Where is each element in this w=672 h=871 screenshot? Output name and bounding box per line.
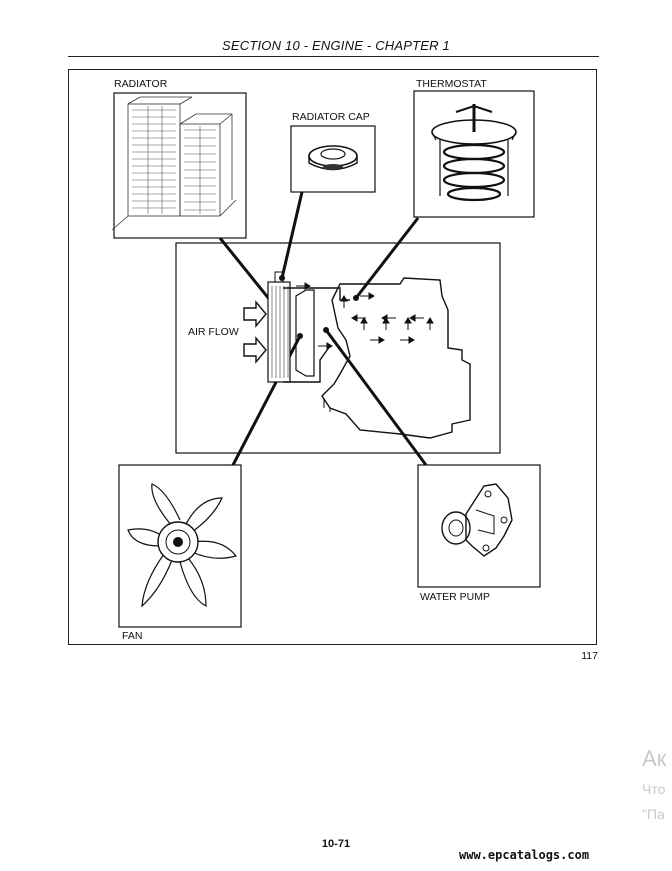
website-link[interactable]: www.epcatalogs.com	[459, 848, 590, 862]
label-radiator: RADIATOR	[114, 78, 168, 90]
radiator-illustration	[111, 92, 247, 239]
water-pump-illustration	[417, 464, 541, 588]
page-number: 10-71	[321, 838, 351, 850]
section-header: SECTION 10 - ENGINE - CHAPTER 1	[222, 38, 450, 53]
watermark-line-1: Ак	[642, 746, 667, 771]
header-rule	[68, 56, 599, 57]
label-radiator-cap: RADIATOR CAP	[292, 111, 370, 123]
air-flow-arrow-lower	[243, 336, 267, 364]
label-water-pump: WATER PUMP	[420, 591, 490, 603]
engine-schematic	[175, 242, 501, 454]
leader-radiator-cap	[280, 191, 304, 279]
label-fan: FAN	[122, 630, 143, 642]
leader-water-pump	[324, 329, 428, 466]
leader-lines	[218, 191, 428, 466]
watermark-line-3: "Па	[642, 806, 665, 822]
leader-thermostat	[354, 217, 420, 299]
thermostat-illustration	[413, 90, 535, 218]
fan-illustration	[118, 464, 242, 628]
figure-number: 117	[581, 650, 598, 662]
figure-frame	[68, 69, 597, 645]
air-flow-arrow-upper	[243, 300, 267, 328]
label-thermostat: THERMOSTAT	[416, 78, 487, 90]
label-air-flow: AIR FLOW	[188, 326, 239, 338]
watermark-line-2: Что	[642, 781, 666, 797]
radiator-cap-illustration	[290, 125, 376, 193]
